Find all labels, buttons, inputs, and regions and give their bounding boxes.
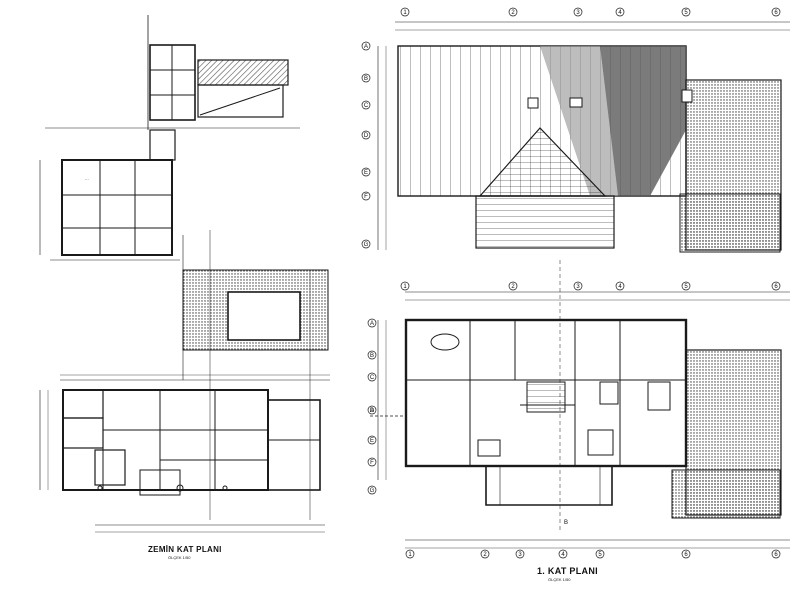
axis-number-markers: 1 2 3 4 5 6 1 2 3 4 5 6 1 2 3 4 5 6 6 [400,7,781,559]
room-label: ... [85,176,89,181]
axis-number-bottom-label: 6 [684,552,688,558]
axis-letter-C: C [361,100,371,110]
axis-number-2-label: 2 [511,10,515,16]
axis-number-3-label: 3 [576,10,580,16]
axis-number-bottom-label: 3 [518,552,522,558]
axis-number-bottom: 1 [405,549,415,559]
axis-letter-C-label: C [364,103,369,109]
axis-number-6: 6 [771,281,781,291]
axis-number-bottom: 6 [771,549,781,559]
axis-letter-D: D [361,130,371,140]
axis-number-bottom: 3 [515,549,525,559]
axis-letter-E-label: E [364,170,368,176]
axis-number-3-label: 3 [576,284,580,290]
axis-letter-A-label: A [364,44,368,50]
axis-number-5-label: 5 [684,10,688,16]
axis-letter-G: G [367,485,377,495]
first-floor-scale: ÖLÇEK 1/50 [548,577,571,582]
axis-letter-E-label: E [370,438,374,444]
axis-number-2: 2 [508,281,518,291]
axis-letter-B-label: B [364,76,368,82]
axis-letter-D: D [367,405,377,415]
axis-number-3: 3 [573,281,583,291]
small-plan: ... [39,15,300,261]
axis-number-bottom-label: 5 [598,552,602,558]
first-floor-title: 1. KAT PLANI [537,566,598,576]
axis-letter-F: F [361,191,371,201]
axis-number-6-label: 6 [774,284,778,290]
axis-number-1: 1 [400,7,410,17]
axis-letter-G: G [361,239,371,249]
axis-letter-markers: A B C D E F G A B C D E F G [361,41,377,495]
ground-floor-scale: ÖLÇEK 1/50 [168,555,191,560]
axis-letter-F-label: F [370,460,374,466]
axis-number-4-label: 4 [618,10,622,16]
axis-number-bottom-label: 2 [483,552,487,558]
axis-letter-B-label: B [370,353,374,359]
axis-number-2: 2 [508,7,518,17]
axis-letter-E: E [367,435,377,445]
axis-letter-B: B [361,73,371,83]
axis-letter-G-label: G [364,242,369,248]
axis-number-bottom-label: 1 [408,552,412,558]
axis-number-bottom: 6 [681,549,691,559]
axis-number-6: 6 [771,7,781,17]
axis-number-1-label: 1 [403,10,407,16]
axis-number-4-label: 4 [618,284,622,290]
axis-number-5: 5 [681,281,691,291]
axis-number-5: 5 [681,7,691,17]
axis-number-2-label: 2 [511,284,515,290]
axis-letter-F-label: F [364,194,368,200]
ground-floor-plan [39,230,330,533]
axis-letter-A-label: A [370,321,374,327]
axis-number-bottom-label: 4 [561,552,565,558]
axis-letter-B: B [367,350,377,360]
axis-letter-G-label: G [370,488,375,494]
axis-letter-F: F [367,457,377,467]
axis-number-1-label: 1 [403,284,407,290]
roof-plan [377,21,790,253]
axis-letter-A: A [361,41,371,51]
axis-number-4: 4 [615,7,625,17]
axis-number-bottom: 5 [595,549,605,559]
axis-number-6-label: 6 [774,10,778,16]
axis-letter-D-label: D [370,408,375,414]
axis-letter-D-label: D [364,133,369,139]
axis-number-3: 3 [573,7,583,17]
axis-letter-A: A [367,318,377,328]
axis-number-bottom: 4 [558,549,568,559]
axis-number-bottom: 2 [480,549,490,559]
axis-letter-C: C [367,372,377,382]
first-floor-plan [370,260,790,549]
axis-number-4: 4 [615,281,625,291]
section-mark-a: A [370,408,374,414]
ground-floor-title: ZEMİN KAT PLANI [148,545,222,554]
axis-number-5-label: 5 [684,284,688,290]
section-mark-b: B [564,520,568,526]
axis-letter-E: E [361,167,371,177]
axis-letter-C-label: C [370,375,375,381]
axis-number-1: 1 [400,281,410,291]
axis-number-bottom-label: 6 [774,552,778,558]
